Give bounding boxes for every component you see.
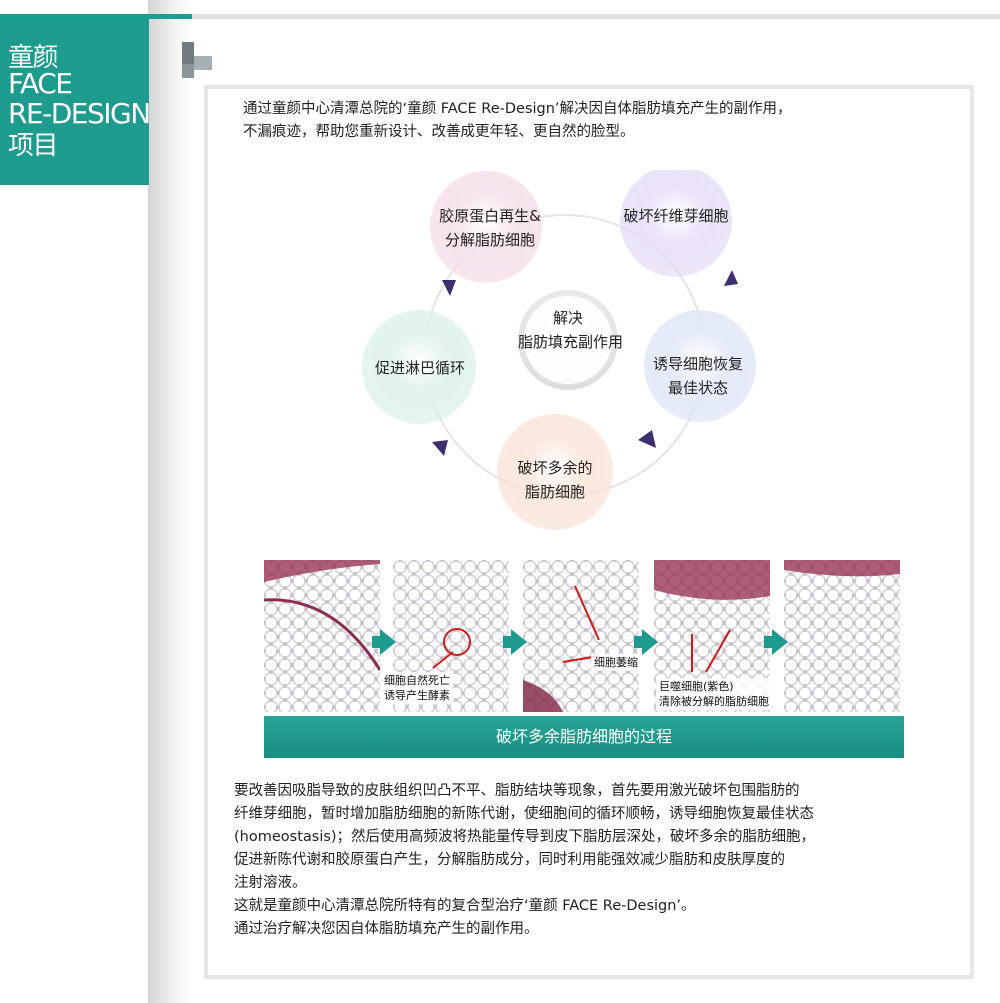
- node-homeostasis: 诱导细胞恢复 最佳状态: [638, 352, 758, 400]
- content-frame: [204, 85, 974, 979]
- body-line-6: 这就是童颜中心清潭总院所特有的复合型治疗‘童颜 FACE Re-Design’。: [234, 898, 696, 914]
- tissue-image-2: 细胞自然死亡 诱导产生酵素: [381, 560, 509, 712]
- intro-line-2: 不漏痕迹，帮助您重新设计、改善成更年轻、更自然的脸型。: [243, 124, 635, 140]
- left-page-shadow: [148, 0, 194, 1003]
- tissue-image-3: 细胞萎缩: [523, 560, 641, 712]
- cycle-diagram: 解决 脂肪填充副作用 胶原蛋白再生& 分解脂肪细胞 破坏纤维芽细胞 诱导细胞恢复…: [360, 165, 770, 540]
- tissue-image-5: [784, 560, 900, 712]
- tissue-image-1: [263, 560, 382, 712]
- title-line-4: 项目: [8, 131, 59, 161]
- label-1-line-2: 诱导产生酵素: [384, 689, 450, 702]
- tissue-overlay-1: [263, 560, 382, 671]
- title-line-3: RE-DESIGN: [8, 97, 151, 130]
- body-line-4: 促进新陈代谢和胶原蛋白产生，分解脂肪成分，同时利用能强效减少脂肪和皮肤厚度的: [234, 852, 785, 868]
- node-fibroblast: 破坏纤维芽细胞: [606, 204, 746, 228]
- section-title-box: 童颜 FACE RE-DESIGN 项目: [0, 19, 151, 185]
- panel-label-2: 细胞萎缩: [591, 654, 641, 671]
- node-collagen-line-1: 胶原蛋白再生&: [439, 207, 541, 225]
- body-line-3: (homeostasis)；然后使用高频波将热能量传导到皮下脂肪层深处，破坏多余…: [234, 829, 816, 845]
- body-line-7: 通过治疗解决您因自体脂肪填充产生的副作用。: [234, 921, 539, 937]
- node-homeostasis-line-1: 诱导细胞恢复: [652, 355, 743, 373]
- tissue-overlay-3: [523, 585, 600, 712]
- node-collagen: 胶原蛋白再生& 分解脂肪细胞: [430, 204, 550, 252]
- tissue-overlay-2: [432, 628, 471, 669]
- node-fibroblast-label: 破坏纤维芽细胞: [623, 207, 729, 225]
- title-line-1: 童颜: [8, 43, 59, 73]
- center-label-line-1: 解决: [552, 309, 583, 327]
- label-3-line-2: 清除被分解的脂肪细胞: [659, 695, 769, 708]
- node-collagen-line-2: 分解脂肪细胞: [444, 231, 535, 249]
- node-fat-line-1: 破坏多余的: [517, 459, 593, 477]
- process-title-bar: 破坏多余脂肪细胞的过程: [264, 716, 904, 758]
- cycle-center-label: 解决 脂肪填充副作用: [518, 306, 624, 354]
- intro-paragraph: 通过童颜中心清潭总院的‘童颜 FACE Re-Design’解决因自体脂肪填充产…: [243, 98, 943, 144]
- label-1-line-1: 细胞自然死亡: [384, 674, 450, 687]
- cycle-graphic: [362, 165, 756, 530]
- intro-line-1: 通过童颜中心清潭总院的‘童颜 FACE Re-Design’解决因自体脂肪填充产…: [243, 101, 792, 117]
- top-divider: [148, 14, 1000, 19]
- node-fat-destruction: 破坏多余的 脂肪细胞: [500, 456, 610, 504]
- body-line-1: 要改善因吸脂导致的皮肤组织凹凸不平、脂肪结块等现象，首先要用激光破坏包围脂肪的: [234, 783, 800, 799]
- tissue-image-4: 巨噬细胞(紫色) 清除被分解的脂肪细胞: [654, 560, 772, 712]
- tissue-overlay-4: [654, 560, 770, 673]
- top-accent-bar: [0, 14, 192, 19]
- cycle-arrow-icon: [432, 270, 738, 456]
- node-fat-line-2: 脂肪细胞: [524, 483, 585, 501]
- tissue-overlay-5: [784, 560, 900, 577]
- center-label-line-2: 脂肪填充副作用: [518, 333, 624, 351]
- node-lymph: 促进淋巴循环: [360, 356, 480, 380]
- panel-label-3: 巨噬细胞(紫色) 清除被分解的脂肪细胞: [656, 678, 772, 710]
- label-3-line-1: 巨噬细胞(紫色): [659, 680, 734, 693]
- title-line-2: FACE: [8, 67, 73, 100]
- body-line-2: 纤维芽细胞，暂时增加脂肪细胞的新陈代谢，使细胞间的循环顺畅，诱导细胞恢复最佳状态: [234, 806, 814, 822]
- panel-label-1: 细胞自然死亡 诱导产生酵素: [381, 672, 453, 704]
- body-line-5: 注射溶液。: [234, 875, 307, 891]
- node-homeostasis-line-2: 最佳状态: [667, 379, 728, 397]
- body-paragraph: 要改善因吸脂导致的皮肤组织凹凸不平、脂肪结块等现象，首先要用激光破坏包围脂肪的 …: [234, 780, 954, 941]
- node-lymph-label: 促进淋巴循环: [374, 359, 465, 377]
